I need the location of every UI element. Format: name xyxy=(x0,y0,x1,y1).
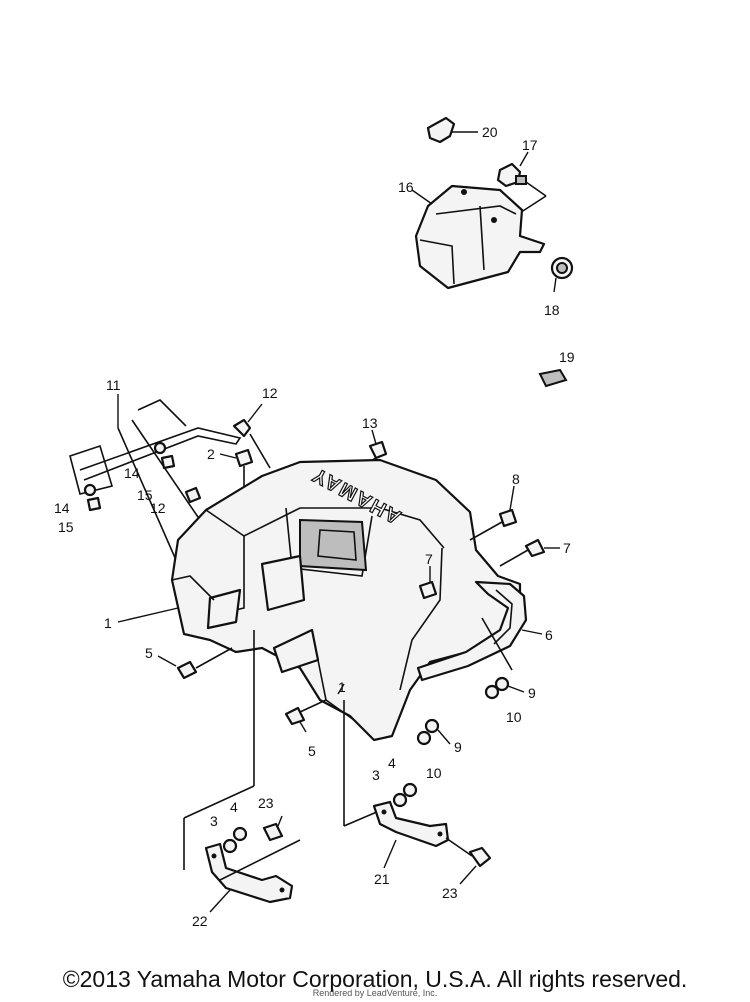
part-12-upper-bolt: 12 xyxy=(232,385,278,469)
rendered-by-notice: Rendered by LeadVenture, Inc. xyxy=(312,988,438,998)
part-8-bolt: 8 xyxy=(469,471,520,541)
callout-7b: 7 xyxy=(425,551,433,567)
callout-1b: 1 xyxy=(338,679,346,695)
callout-2: 2 xyxy=(207,446,215,462)
part-16-box: 16 xyxy=(398,179,546,290)
part-7-bolt-center: 7 xyxy=(418,551,438,600)
part-23-bolt-left: 23 xyxy=(258,795,284,842)
part-9-10-right: 9 10 xyxy=(484,676,536,725)
callout-10a: 10 xyxy=(506,709,522,725)
part-3-4-left: 3 4 xyxy=(210,799,248,854)
part-6-rail: 6 xyxy=(416,580,553,682)
callout-20: 20 xyxy=(482,124,498,140)
part-5-bolt-center: 5 xyxy=(284,699,327,759)
callout-5b: 5 xyxy=(308,743,316,759)
callout-23a: 23 xyxy=(442,885,458,901)
part-5-bolt-left: 5 xyxy=(145,645,233,680)
callout-9a: 9 xyxy=(528,685,536,701)
callout-7a: 7 xyxy=(563,540,571,556)
callout-18: 18 xyxy=(544,302,560,318)
callout-3a: 3 xyxy=(372,767,380,783)
callout-14a: 14 xyxy=(124,465,140,481)
callout-15b: 15 xyxy=(58,519,74,535)
callout-11: 11 xyxy=(106,377,121,393)
part-18-grommet: 18 xyxy=(544,256,574,318)
callout-15a: 15 xyxy=(137,487,153,503)
part-11-bracket: 11 xyxy=(69,377,242,561)
callout-6: 6 xyxy=(545,627,553,643)
callout-21: 21 xyxy=(374,871,390,887)
callout-19: 19 xyxy=(559,349,575,365)
callout-14b: 14 xyxy=(54,500,70,516)
part-21-bracket: 21 xyxy=(372,800,450,887)
part-20-clip: 20 xyxy=(426,116,498,144)
callout-22: 22 xyxy=(192,913,208,929)
callout-9b: 9 xyxy=(454,739,462,755)
copyright-notice: ©2013 Yamaha Motor Corporation, U.S.A. A… xyxy=(62,966,688,992)
callout-12b: 12 xyxy=(150,500,166,516)
callout-10b: 10 xyxy=(426,765,442,781)
callout-3b: 3 xyxy=(210,813,218,829)
callout-13: 13 xyxy=(362,415,378,431)
callout-1a: 1 xyxy=(104,615,112,631)
callout-8: 8 xyxy=(512,471,520,487)
part-2-screw: 2 xyxy=(207,446,254,510)
part-7-bolt-right: 7 xyxy=(499,538,571,567)
part-23-bolt-right: 23 xyxy=(442,837,492,901)
part-22-bracket: 22 xyxy=(192,839,301,929)
callout-5a: 5 xyxy=(145,645,153,661)
callout-4a: 4 xyxy=(388,755,396,771)
callout-12a: 12 xyxy=(262,385,278,401)
part-1-rear-fender: YAMAHA 1 1 xyxy=(104,458,522,742)
callout-17: 17 xyxy=(522,137,538,153)
part-14-15-fasteners: 14 15 14 15 12 xyxy=(54,441,202,535)
part-9-10-center: 9 10 xyxy=(416,718,462,781)
guide-lines xyxy=(183,630,387,870)
callout-16: 16 xyxy=(398,179,414,195)
callout-4b: 4 xyxy=(230,799,238,815)
part-3-4-right: 3 4 xyxy=(372,755,418,808)
callout-23b: 23 xyxy=(258,795,274,811)
part-19-pad: 19 xyxy=(538,349,575,388)
